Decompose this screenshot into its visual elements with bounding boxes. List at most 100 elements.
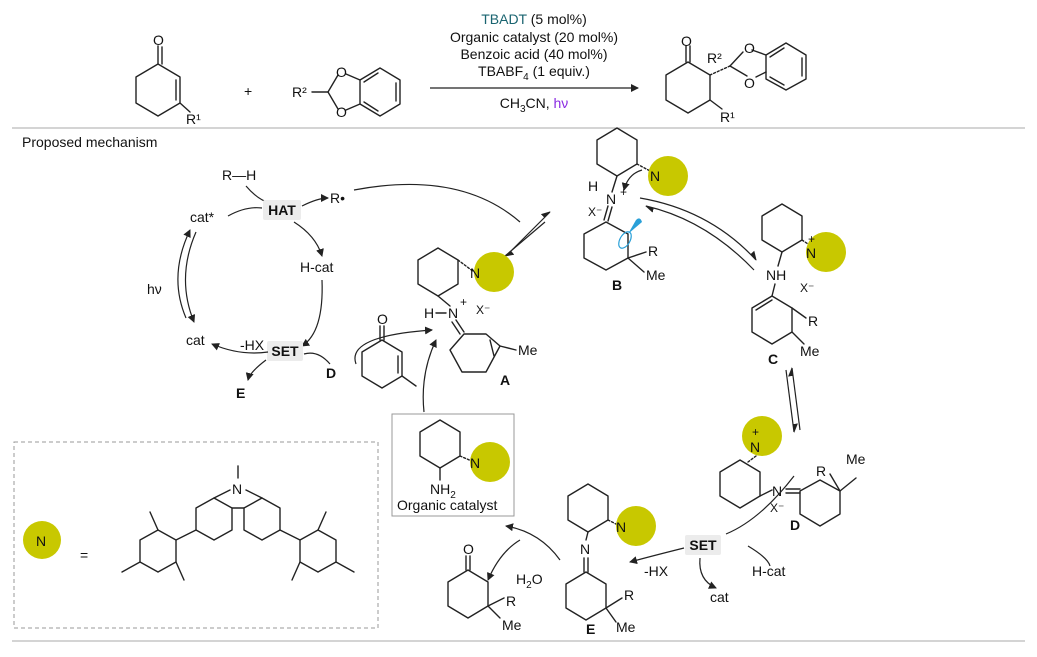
substituent-r1: R¹ (186, 111, 201, 127)
photocatalytic-cycle: R—H HAT R• cat* H-cat hν cat -HX SET E D (147, 167, 345, 401)
conditions-acid: Benzoic acid (40 mol%) (460, 46, 607, 62)
enone-entry-arrow (354, 326, 433, 365)
ketone-oxygen: O (153, 32, 164, 48)
set-badge-left (267, 341, 303, 361)
conditions-salt: TBABF4 (1 equiv.) (478, 63, 590, 83)
svg-text:Me: Me (502, 617, 522, 633)
equilibrium-ab-forward (511, 211, 551, 251)
svg-text:X⁻: X⁻ (588, 205, 602, 219)
equilibrium-bc-forward (639, 197, 757, 261)
product-r1: R¹ (720, 109, 735, 125)
svg-text:X⁻: X⁻ (770, 501, 784, 515)
radical-label: R• (330, 190, 345, 206)
intermediate-d: N + N X⁻ R Me D (719, 416, 866, 533)
equilibrium-cd-forward (785, 369, 798, 433)
cat-label-right: cat (710, 589, 729, 605)
intermediate-b: N H N + X⁻ R Me B (583, 127, 688, 293)
product-ketone: O O O R² R¹ (665, 33, 807, 125)
label-c: C (768, 351, 778, 367)
svg-text:O: O (377, 311, 388, 327)
label-e-left: E (236, 385, 245, 401)
hydrolysis-arrow-to-product (487, 539, 521, 581)
substituent-r2: R² (292, 84, 307, 100)
svg-text:R: R (624, 587, 634, 603)
equilibrium-ab-back (504, 221, 546, 257)
svg-text:N: N (806, 245, 816, 261)
label-d: D (790, 517, 800, 533)
hat-label: HAT (268, 202, 296, 218)
svg-text:N: N (232, 481, 242, 497)
intermediate-a: N H N + X⁻ Me A (417, 247, 538, 388)
intermediate-c: N + NH X⁻ R Me C (751, 203, 846, 367)
water-label: H2O (516, 571, 543, 591)
svg-text:R: R (808, 313, 818, 329)
svg-text:O: O (463, 541, 474, 557)
svg-text:N: N (580, 541, 590, 557)
hat-badge (263, 200, 301, 220)
svg-text:X⁻: X⁻ (800, 281, 814, 295)
d-to-set-arrow (725, 475, 795, 535)
svg-text:N: N (616, 519, 626, 535)
svg-text:Me: Me (846, 451, 866, 467)
svg-text:Me: Me (616, 619, 636, 635)
product-dioxole-o2: O (744, 75, 755, 91)
catalyst-ball-oc (470, 442, 510, 482)
set-badge-right (685, 535, 721, 555)
hx-label: -HX (240, 337, 265, 353)
mechanism-title: Proposed mechanism (22, 134, 157, 150)
cat-star-label: cat* (190, 209, 215, 225)
set-to-e-arrow (629, 547, 685, 565)
plus-sign: + (244, 83, 252, 99)
benzodioxole-reagent: O O R² (292, 64, 401, 120)
set-label-left: SET (271, 343, 299, 359)
legend-box (13, 441, 379, 629)
hcat-label: H-cat (300, 259, 334, 275)
svg-text:NH: NH (766, 267, 786, 283)
catalyst-ball-d (742, 416, 782, 456)
svg-text:N: N (650, 168, 660, 184)
svg-text:H: H (424, 305, 434, 321)
conditions-solvent: CH3CN, hν (500, 95, 569, 115)
svg-text:N: N (448, 305, 458, 321)
svg-text:R: R (648, 243, 658, 259)
catalyst-ball-b (648, 156, 688, 196)
final-product: O R Me (447, 541, 522, 633)
carbazole-structure: N (121, 465, 355, 581)
catalyst-ball-c (806, 232, 846, 272)
organic-catalyst-label: Organic catalyst (397, 497, 497, 513)
svg-text:H: H (588, 178, 598, 194)
product-dioxole-o1: O (744, 40, 755, 56)
svg-text:N: N (772, 483, 782, 499)
equilibrium-bc-back (645, 205, 755, 271)
legend-ball (23, 521, 61, 559)
hydrolysis-arrow-to-catalyst (505, 523, 561, 561)
set-label-right: SET (689, 537, 717, 553)
cat-label: cat (186, 332, 205, 348)
conditions-catalyst: TBADT (5 mol%) (481, 11, 587, 27)
catalyst-ball-e (616, 506, 656, 546)
svg-text:R: R (506, 593, 516, 609)
svg-text:N: N (470, 455, 480, 471)
starting-enone: O R¹ (135, 32, 201, 127)
svg-text:Me: Me (518, 342, 538, 358)
conditions-organic-catalyst: Organic catalyst (20 mol%) (450, 29, 618, 45)
dioxole-oxygen-bottom: O (336, 104, 347, 120)
methylcyclohexenone: O (361, 311, 417, 389)
radical-addition-arrow (353, 183, 521, 223)
hv-label: hν (147, 281, 162, 297)
svg-text:+: + (460, 295, 467, 309)
orbital-lobe (628, 218, 642, 234)
svg-text:N: N (470, 265, 480, 281)
svg-text:X⁻: X⁻ (476, 303, 490, 317)
label-a: A (500, 372, 510, 388)
catalyst-ball-a (474, 252, 514, 292)
catalyst-entry-arrow (422, 339, 437, 413)
legend-equals: = (80, 547, 88, 563)
product-oxygen: O (681, 33, 692, 49)
dioxole-oxygen-top: O (336, 64, 347, 80)
label-d-left: D (326, 365, 336, 381)
svg-text:N: N (606, 191, 616, 207)
svg-text:+: + (752, 425, 759, 439)
svg-text:NH2: NH2 (430, 481, 456, 501)
